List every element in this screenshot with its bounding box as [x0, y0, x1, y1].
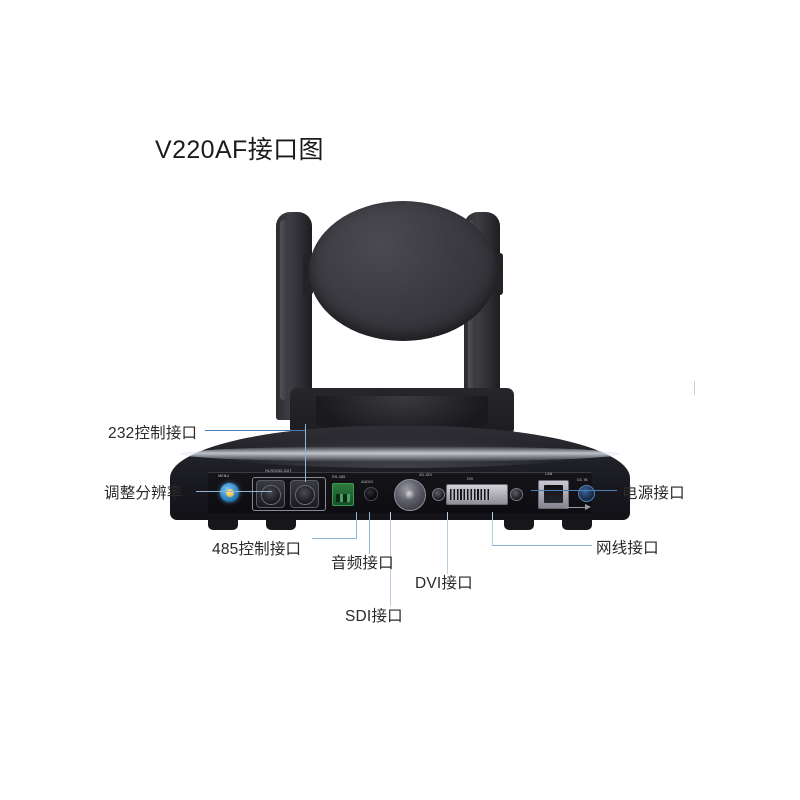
port-marking-dc: DC IN [577, 478, 588, 482]
dc-arrow-icon [565, 504, 593, 510]
callout-label-resolution: 调整分辨率 [104, 485, 183, 502]
leader-line-lan-horizontal [492, 545, 592, 546]
callout-label-sdi: SDI接口 [345, 608, 403, 625]
leader-line-resolution [196, 491, 272, 492]
port-marking-audio: AUDIO [361, 480, 374, 484]
port-marking-lan: LAN [545, 472, 553, 476]
rs232-in-port [256, 480, 285, 508]
base-foot [266, 520, 296, 530]
callout-label-audio: 音频接口 [331, 555, 394, 572]
camera-arm-left [276, 212, 312, 420]
leader-line-rs485-vertical [356, 512, 357, 539]
dvi-thumbscrew [510, 488, 523, 501]
port-marking-sdi: 3G-SDI [419, 473, 433, 477]
audio-jack-port: AUDIO [361, 480, 378, 501]
callout-label-rs232: 232控制接口 [108, 425, 198, 442]
port-marking-rs485: RS-485 [332, 475, 346, 479]
base-foot [562, 520, 592, 530]
dvi-thumbscrew [432, 488, 445, 501]
callout-label-rs485: 485控制接口 [212, 541, 302, 558]
base-foot [208, 520, 238, 530]
callout-label-dvi: DVI接口 [415, 575, 473, 592]
leader-line-dvi [447, 512, 448, 574]
page-title: V220AF接口图 [155, 136, 324, 164]
port-marking-rs232: IN-RS232-OUT [265, 469, 292, 473]
rear-connector-panel: MENU IN-RS232-OUT RS-485 AUDIO 3G-SDI [208, 469, 595, 513]
callout-label-lan: 网线接口 [596, 540, 659, 557]
lens-hinge-right [493, 253, 503, 295]
lens-disc [309, 201, 497, 341]
leader-line-rs232-horizontal [205, 430, 305, 431]
scan-artifact [694, 381, 695, 395]
rs232-port-frame: IN-RS232-OUT [252, 469, 326, 511]
base-chrome-stripe [180, 446, 620, 462]
sdi-bnc-port: 3G-SDI [394, 473, 432, 511]
base-foot [504, 520, 534, 530]
rs485-terminal-port: RS-485 [332, 475, 354, 506]
lan-rj45-port: LAN [538, 472, 569, 509]
port-marking-menu: MENU [218, 474, 230, 478]
leader-line-rs232-vertical [305, 424, 306, 482]
dvi-port: DVI [446, 477, 508, 505]
leader-line-sdi [390, 512, 391, 606]
leader-line-audio [369, 512, 370, 554]
leader-line-lan-vertical [492, 512, 493, 545]
resolution-dial-port: MENU [218, 474, 239, 502]
camera-base: MENU IN-RS232-OUT RS-485 AUDIO 3G-SDI [170, 426, 630, 530]
leader-line-power [531, 490, 617, 491]
dc-power-port: DC IN [577, 478, 595, 502]
camera-illustration: MENU IN-RS232-OUT RS-485 AUDIO 3G-SDI [170, 190, 630, 535]
leader-line-rs485-horizontal [312, 538, 356, 539]
camera-lens-head [303, 201, 503, 341]
callout-label-power: 电源接口 [622, 485, 685, 502]
rs232-out-port [290, 480, 319, 508]
lens-hinge-left [303, 253, 313, 295]
port-marking-dvi: DVI [467, 477, 474, 481]
